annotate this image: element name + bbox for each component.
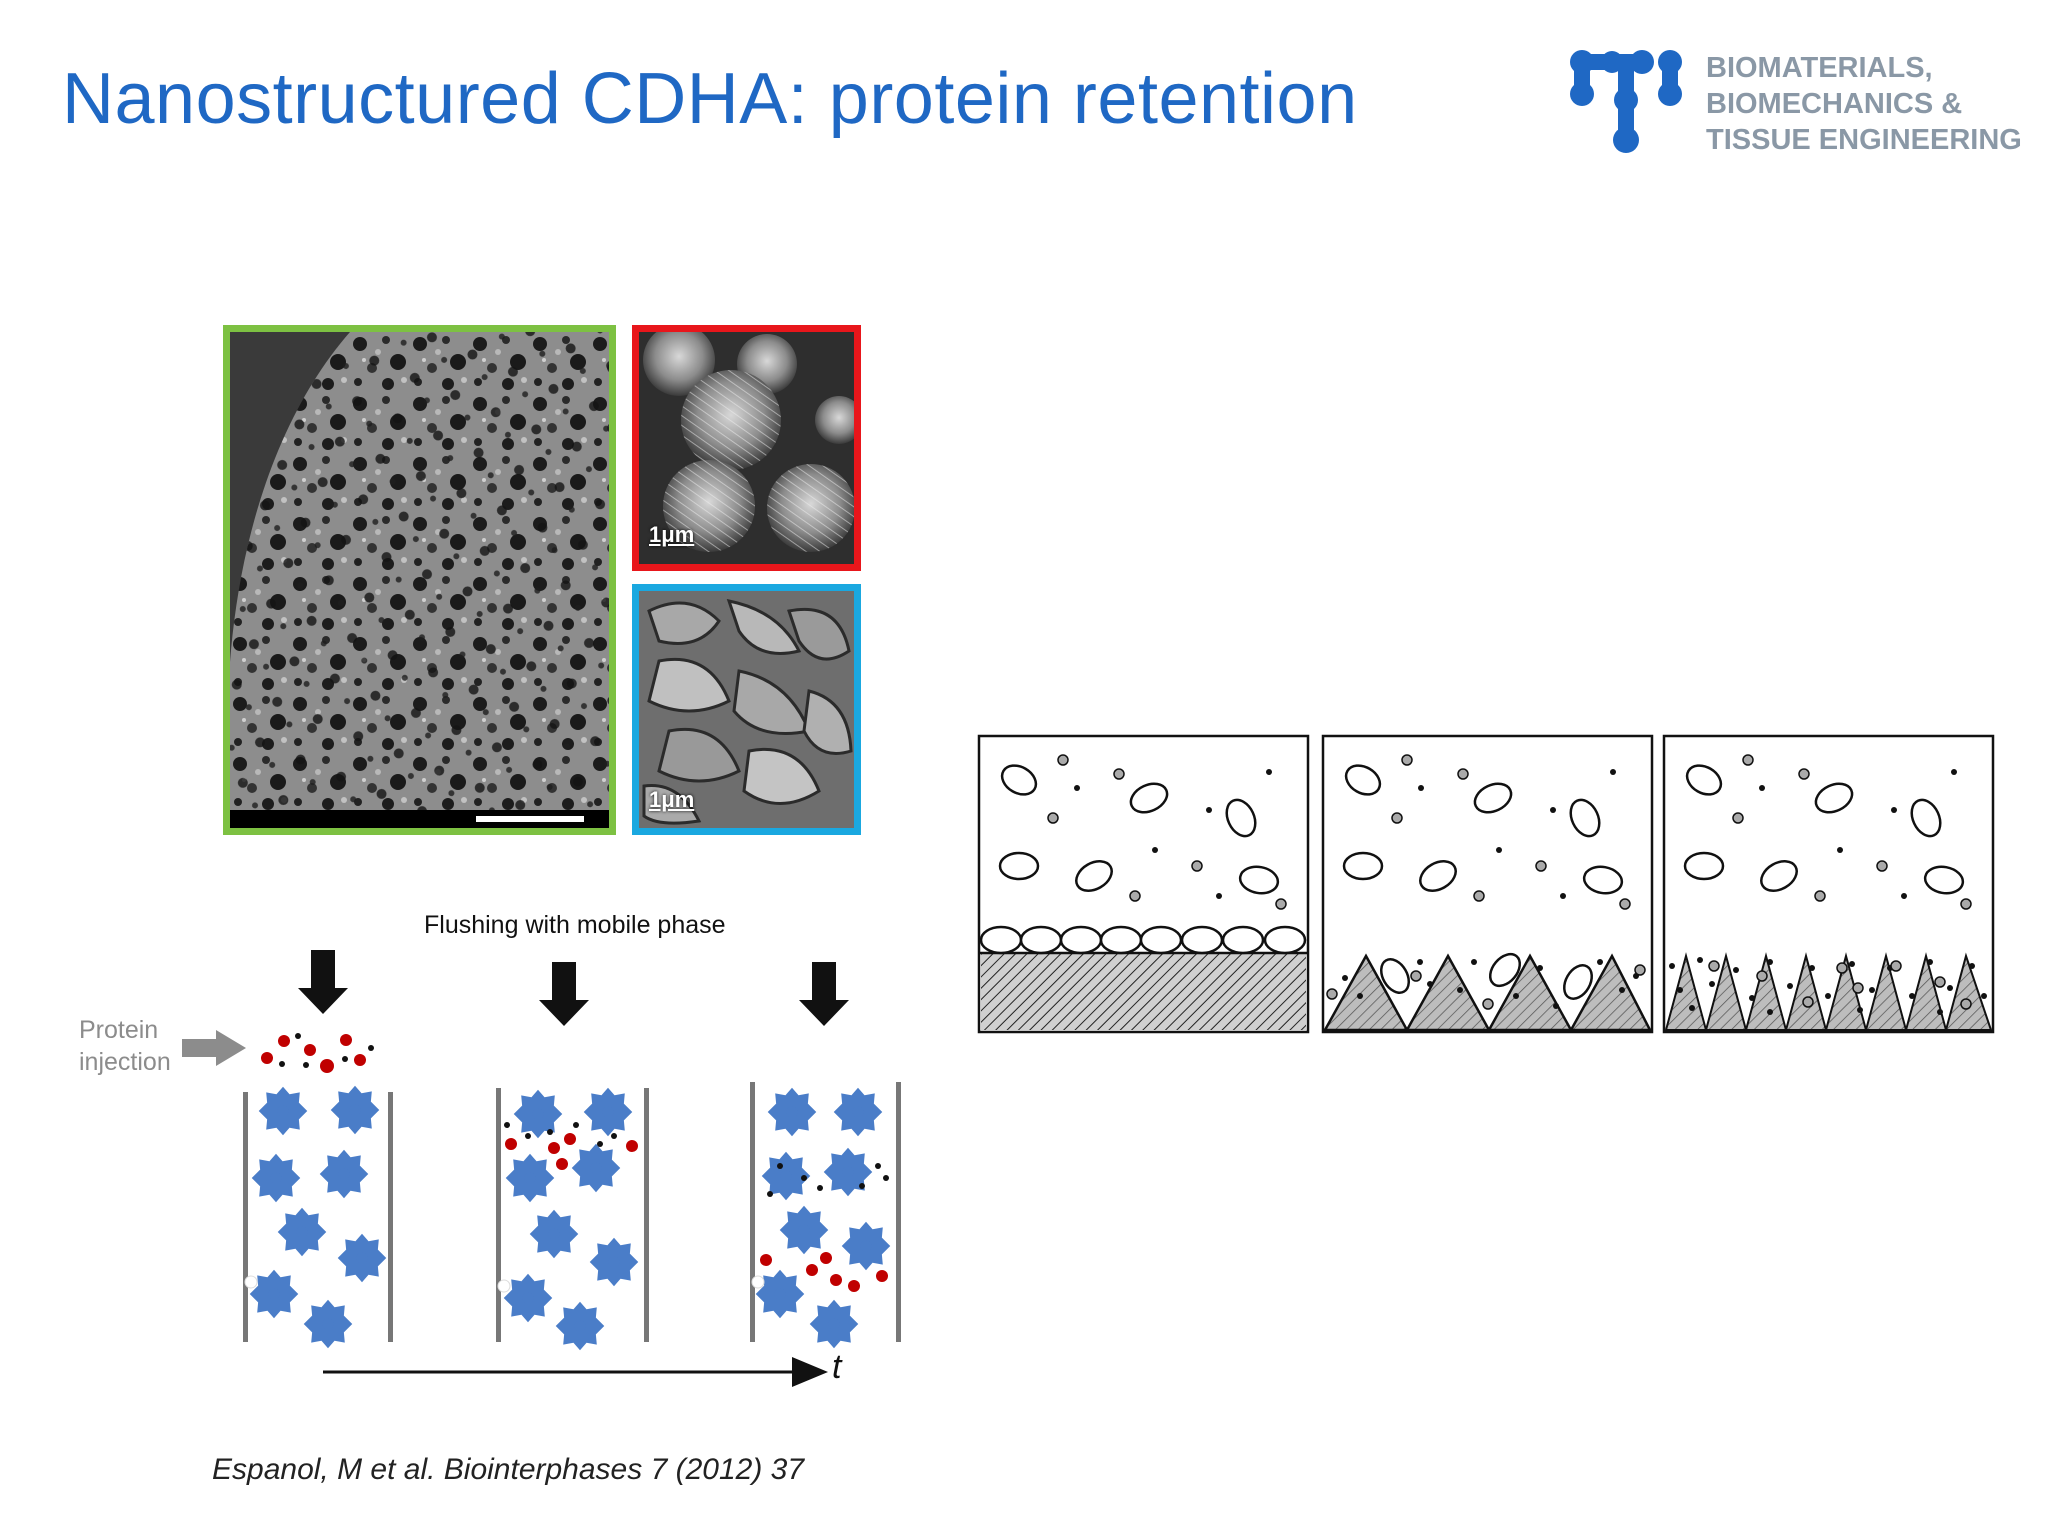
down-arrow-icon xyxy=(298,950,348,1014)
surface-panel-large-spikes xyxy=(1321,734,1654,1034)
logo-mark-icon xyxy=(1570,50,1682,153)
column-3 xyxy=(750,1082,901,1349)
protein-injection-label: Protein injection xyxy=(79,1014,171,1078)
column-2 xyxy=(496,1087,649,1351)
logo-text: BIOMATERIALS, BIOMECHANICS & TISSUE ENGI… xyxy=(1706,50,2022,158)
logo-line-3: TISSUE ENGINEERING xyxy=(1706,124,2022,156)
flushing-label: Flushing with mobile phase xyxy=(424,911,726,939)
porous-scaffold-image xyxy=(230,332,609,828)
slide-title: Nanostructured CDHA: protein retention xyxy=(62,59,1358,139)
flow-arrows xyxy=(298,950,849,1026)
injection-arrow-icon xyxy=(182,1030,246,1066)
down-arrow-icon xyxy=(799,962,849,1026)
sem-image-needles: 1μm xyxy=(632,325,861,571)
logo-line-1: BIOMATERIALS, xyxy=(1706,52,1933,84)
protein-molecules-injected xyxy=(261,1033,374,1073)
surface-panel-flat xyxy=(977,734,1310,1034)
scale-label-red: 1μm xyxy=(649,522,695,547)
injection-label-line-1: Protein xyxy=(79,1016,159,1044)
sem-image-scaffold xyxy=(223,325,616,835)
scale-label-blue: 1μm xyxy=(649,787,695,812)
surface-panel-small-spikes xyxy=(1662,734,1995,1034)
sem-image-platelets: 1μm xyxy=(632,584,861,835)
down-arrow-icon xyxy=(539,962,589,1026)
citation: Espanol, M et al. Biointerphases 7 (2012… xyxy=(212,1453,805,1486)
time-axis-label: t xyxy=(832,1348,842,1386)
column-1 xyxy=(243,1033,393,1349)
needle-structure-image xyxy=(639,332,854,564)
logo-line-2: BIOMECHANICS & xyxy=(1706,88,1963,120)
injection-label-line-2: injection xyxy=(79,1048,171,1076)
platelet-structure-image xyxy=(639,591,854,828)
